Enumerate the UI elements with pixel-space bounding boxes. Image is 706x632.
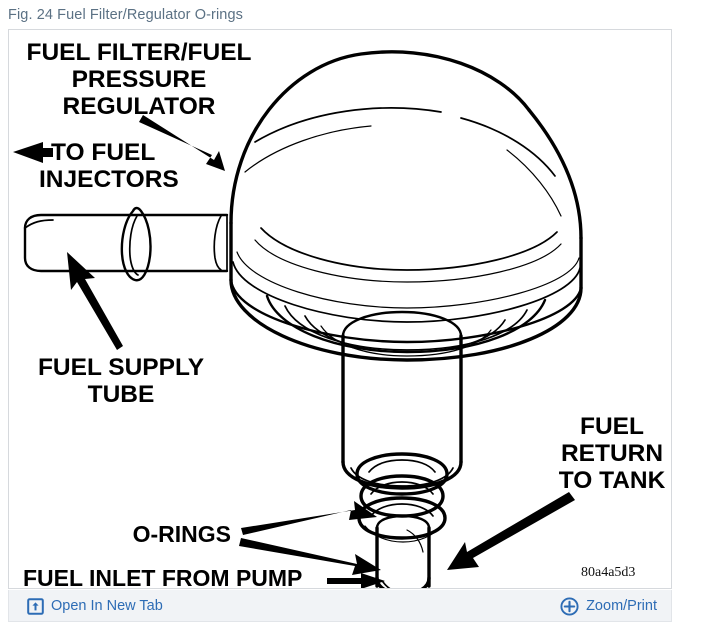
callout-arrow-return-tank [447,492,575,570]
callout-arrow-supply-tube [67,252,123,350]
canister-midband [229,227,583,344]
label-fuel-filter-regulator: FUEL FILTER/FUEL PRESSURE REGULATOR [26,39,252,171]
label-supply-line1: FUEL SUPPLY [38,354,204,381]
label-return-line3: TO TANK [559,467,666,494]
label-fuel-supply-tube: FUEL SUPPLY TUBE [38,252,204,408]
plus-circle-icon [560,596,579,616]
label-injectors-line1: TO FUEL [51,139,155,166]
label-o-rings: O-RINGS [133,501,381,575]
label-to-fuel-injectors: TO FUEL INJECTORS [13,139,179,193]
lower-neck-cylinder [341,310,463,490]
label-fuel-inlet-from-pump: FUEL INLET FROM PUMP [23,565,385,589]
canister-body [229,50,583,290]
zoom-print-button[interactable]: Zoom/Print [560,590,657,622]
label-supply-line2: TUBE [88,381,155,408]
label-inlet-text: FUEL INLET FROM PUMP [23,565,302,589]
label-fuel-filter-line2: PRESSURE [72,66,207,93]
label-fuel-filter-line3: REGULATOR [63,93,216,120]
callout-arrow-o-rings-lower [239,538,381,575]
external-link-icon [27,597,44,615]
label-o-rings-text: O-RINGS [133,521,231,547]
fuel-filter-diagram: FUEL FILTER/FUEL PRESSURE REGULATOR TO F… [9,30,671,589]
open-in-new-tab-button[interactable]: Open In New Tab [27,590,163,622]
callout-arrow-fuel-filter [139,115,225,171]
open-in-new-tab-label: Open In New Tab [51,597,163,614]
inlet-nipple [375,514,431,588]
fuel-outlet-tube [23,213,229,273]
label-return-line2: RETURN [561,440,663,467]
callout-arrow-injectors [13,142,53,163]
label-fuel-filter-line1: FUEL FILTER/FUEL [26,39,251,66]
label-injectors-line2: INJECTORS [39,166,179,193]
figure-caption: Fig. 24 Fuel Filter/Regulator O-rings [8,7,243,23]
watermark-code: 80a4a5d3 [581,565,635,580]
zoom-print-label: Zoom/Print [586,597,657,614]
label-return-line1: FUEL [580,413,644,440]
figure-image-frame: FUEL FILTER/FUEL PRESSURE REGULATOR TO F… [8,29,672,589]
canister-lower-shoulder [229,278,583,362]
o-ring-stack [355,452,449,543]
image-toolbar: Open In New Tab Zoom/Print [8,590,672,622]
callout-arrow-inlet-pump [327,573,385,588]
label-fuel-return-to-tank: FUEL RETURN TO TANK [447,413,666,570]
callout-arrow-o-rings-upper [241,501,377,535]
tube-collar-ring [120,206,152,282]
